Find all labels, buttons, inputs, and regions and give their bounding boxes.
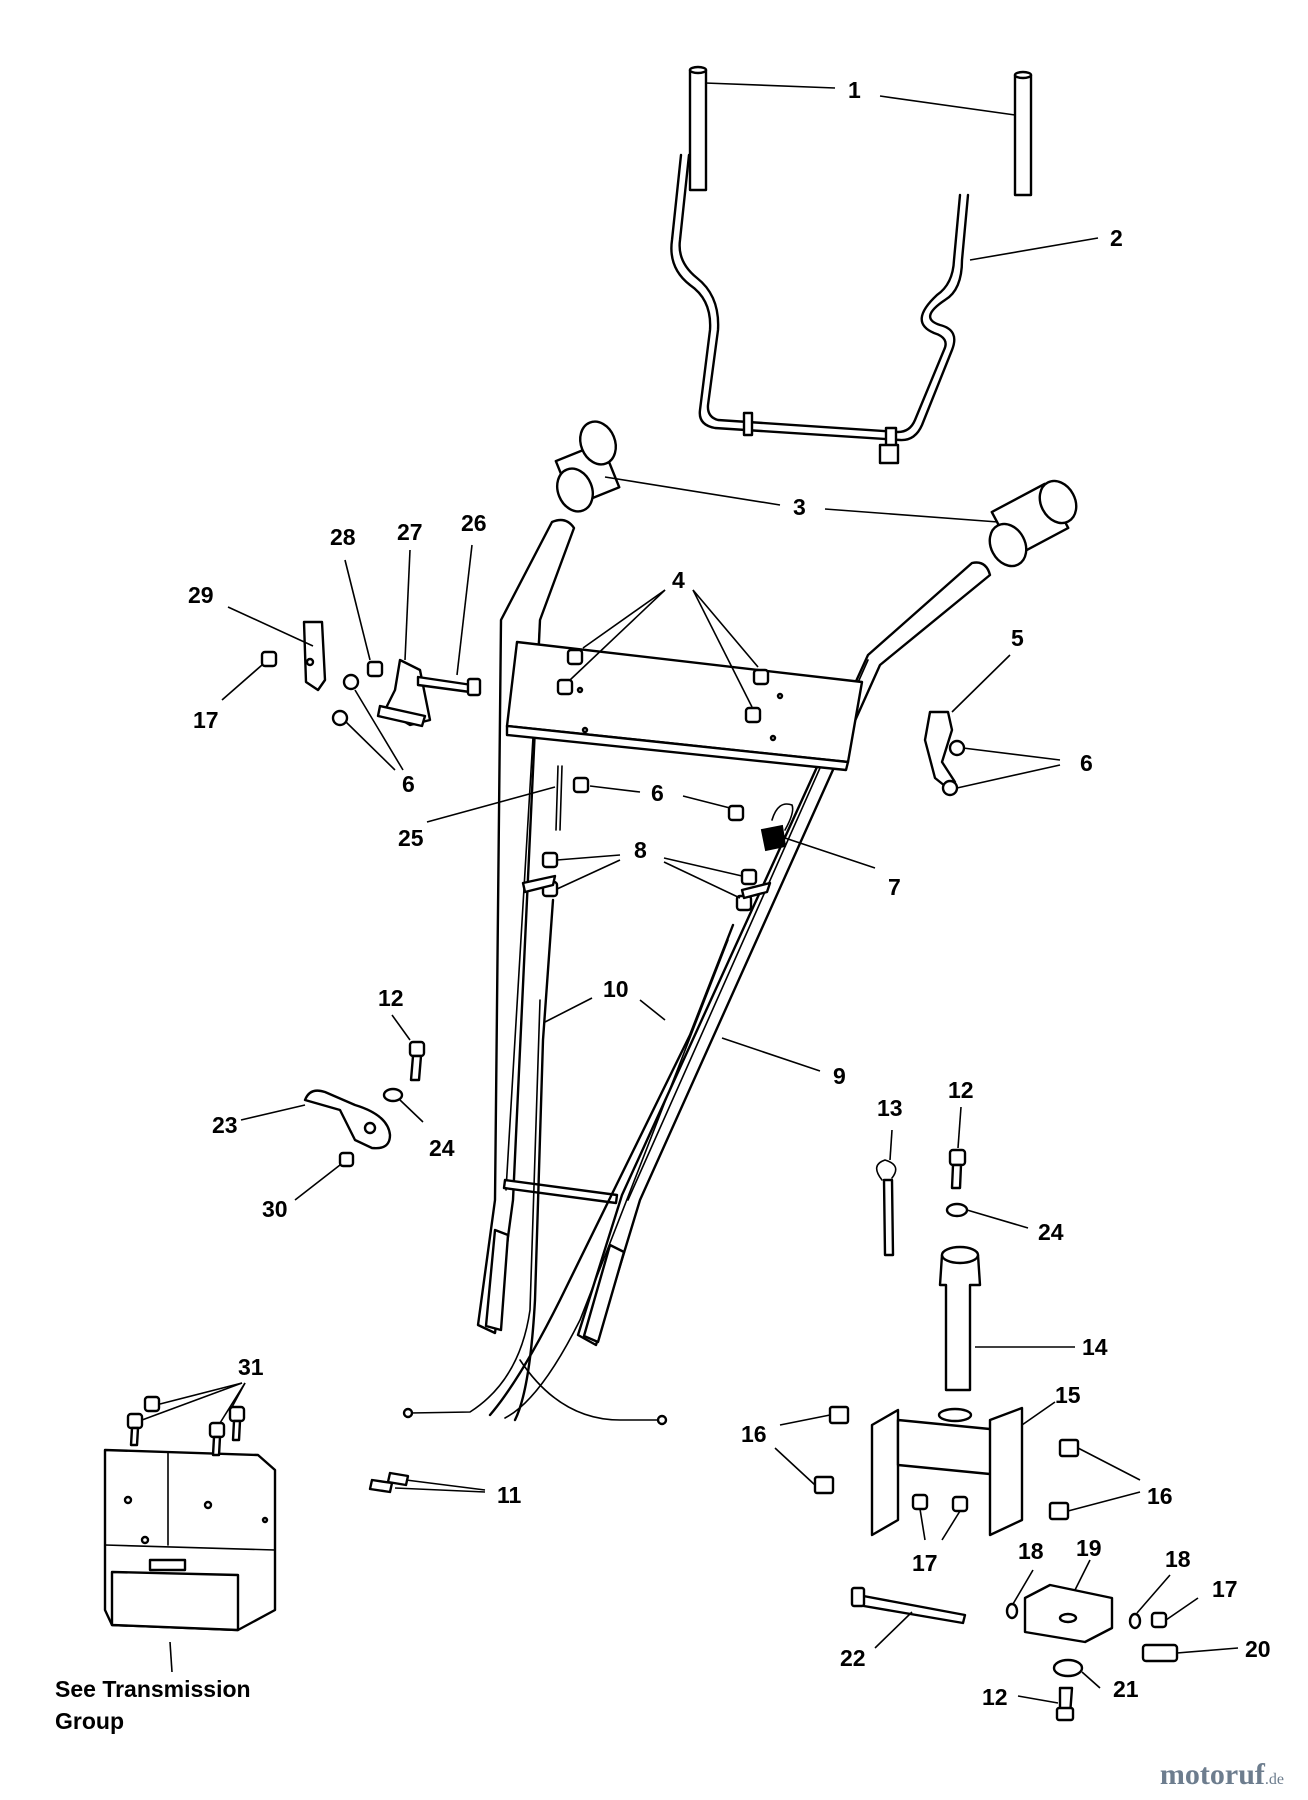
watermark-suffix: .de	[1264, 1771, 1284, 1788]
callout-24-mid: 24	[429, 1135, 455, 1161]
callout-4: 4	[672, 567, 685, 593]
callout-14: 14	[1082, 1334, 1108, 1360]
part-15-mount	[870, 1406, 1024, 1537]
part-24-washer-right	[945, 1202, 969, 1218]
callout-5: 5	[1011, 625, 1024, 651]
callout-17-right: 17	[1212, 1576, 1238, 1602]
callout-22: 22	[840, 1645, 866, 1671]
part-1-grip-left	[688, 65, 708, 192]
watermark-brand: motoruf	[1159, 1758, 1265, 1791]
part-9-main-handle	[476, 518, 992, 1347]
part-26-bolt	[416, 675, 482, 697]
callout-10: 10	[603, 976, 629, 1002]
part-1-grip-right	[1013, 70, 1033, 197]
note-line-1: See Transmission	[55, 1676, 251, 1702]
callout-8: 8	[634, 837, 647, 863]
part-30-nut	[338, 1151, 355, 1168]
leader-lines	[141, 82, 1239, 1704]
part-11-clips	[368, 1471, 410, 1494]
part-10-cables	[402, 898, 735, 1426]
callout-21: 21	[1113, 1676, 1139, 1702]
part-22-bolt-long	[850, 1586, 967, 1625]
callout-28: 28	[330, 524, 356, 550]
part-12-bolt-mid	[408, 1040, 426, 1082]
callout-29: 29	[188, 582, 214, 608]
transmission-housing	[103, 1448, 277, 1632]
callout-19: 19	[1076, 1535, 1102, 1561]
callout-3: 3	[793, 494, 806, 520]
part-27-bracket	[376, 658, 432, 728]
callout-16-right: 16	[1147, 1483, 1173, 1509]
part-3-grip-left	[554, 420, 621, 513]
part-24-washer-mid	[382, 1087, 404, 1103]
callout-17-mid: 17	[912, 1550, 938, 1576]
callout-31: 31	[238, 1354, 264, 1380]
callout-12-bottom: 12	[982, 1684, 1008, 1710]
part-2-upper-handle	[670, 153, 970, 465]
part-13-pin	[875, 1159, 897, 1257]
callout-23: 23	[212, 1112, 238, 1138]
part-29-plate	[302, 620, 327, 692]
callout-13: 13	[877, 1095, 903, 1121]
callout-18-left: 18	[1018, 1538, 1044, 1564]
part-12-bolt-right	[948, 1148, 967, 1190]
callout-2: 2	[1110, 225, 1123, 251]
callout-24-right: 24	[1038, 1219, 1064, 1245]
part-28-spacer	[366, 660, 384, 678]
callout-30: 30	[262, 1196, 288, 1222]
part-18-washers	[1005, 1602, 1142, 1630]
callout-20: 20	[1245, 1636, 1271, 1662]
callout-7: 7	[888, 874, 901, 900]
part-14-post	[938, 1245, 982, 1392]
part-25-rod	[555, 765, 563, 831]
part-6-8-nuts	[521, 776, 772, 912]
part-12-bolt-bottom	[1055, 1686, 1075, 1722]
callout-6-right: 6	[1080, 750, 1093, 776]
callout-12-mid: 12	[378, 985, 404, 1011]
part-3-grip-right	[988, 479, 1078, 568]
callout-6-mid: 6	[651, 780, 664, 806]
callout-labels: 1 2 3 4 5 6 6 6 7 8 9 10 11 12 12 12 13 …	[188, 77, 1271, 1710]
part-21-washer	[1052, 1658, 1084, 1678]
callout-11: 11	[497, 1482, 522, 1508]
callout-18-right: 18	[1165, 1546, 1191, 1572]
part-23-bracket	[303, 1089, 392, 1150]
callout-27: 27	[397, 519, 423, 545]
part-7-spring	[760, 803, 794, 852]
see-transmission-note: See Transmission Group	[55, 1673, 251, 1737]
note-line-2: Group	[55, 1708, 124, 1734]
part-19-block	[1023, 1583, 1114, 1644]
callout-15: 15	[1055, 1382, 1081, 1408]
part-6-nuts-left	[331, 673, 360, 727]
watermark-logo: motoruf.de	[1160, 1758, 1284, 1792]
callout-16-left: 16	[741, 1421, 767, 1447]
callout-6-left: 6	[402, 771, 415, 797]
callout-12-right: 12	[948, 1077, 974, 1103]
callout-26: 26	[461, 510, 487, 536]
callout-1: 1	[848, 77, 861, 103]
callout-9: 9	[833, 1063, 846, 1089]
callout-17-left: 17	[193, 707, 219, 733]
part-17-bolt-left	[260, 650, 278, 668]
part-31-bolts	[126, 1395, 246, 1457]
callout-25: 25	[398, 825, 424, 851]
part-5-bracket	[923, 710, 966, 797]
part-20-bolt	[1141, 1643, 1179, 1663]
part-4-knobs	[556, 648, 784, 742]
